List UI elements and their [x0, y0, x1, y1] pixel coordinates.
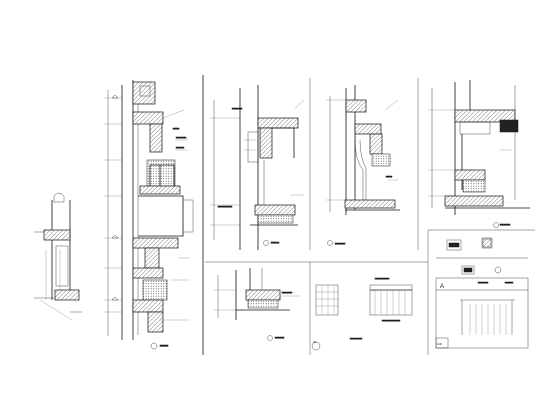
section-detail-2 [326, 85, 400, 246]
legend-area: A 1/30 [435, 237, 528, 349]
section-detail-4 [214, 268, 300, 341]
detail-number-23: 23 [313, 340, 316, 344]
section-detail-5: 23 [311, 277, 413, 351]
scale-label: 1/30 [437, 342, 443, 346]
panel-borders [202, 75, 535, 355]
section-detail-1 [210, 85, 305, 250]
section-detail-3 [428, 80, 530, 228]
tall-wall-section [104, 80, 194, 350]
small-wall-section [34, 192, 82, 321]
panel-letter: A [440, 284, 444, 290]
